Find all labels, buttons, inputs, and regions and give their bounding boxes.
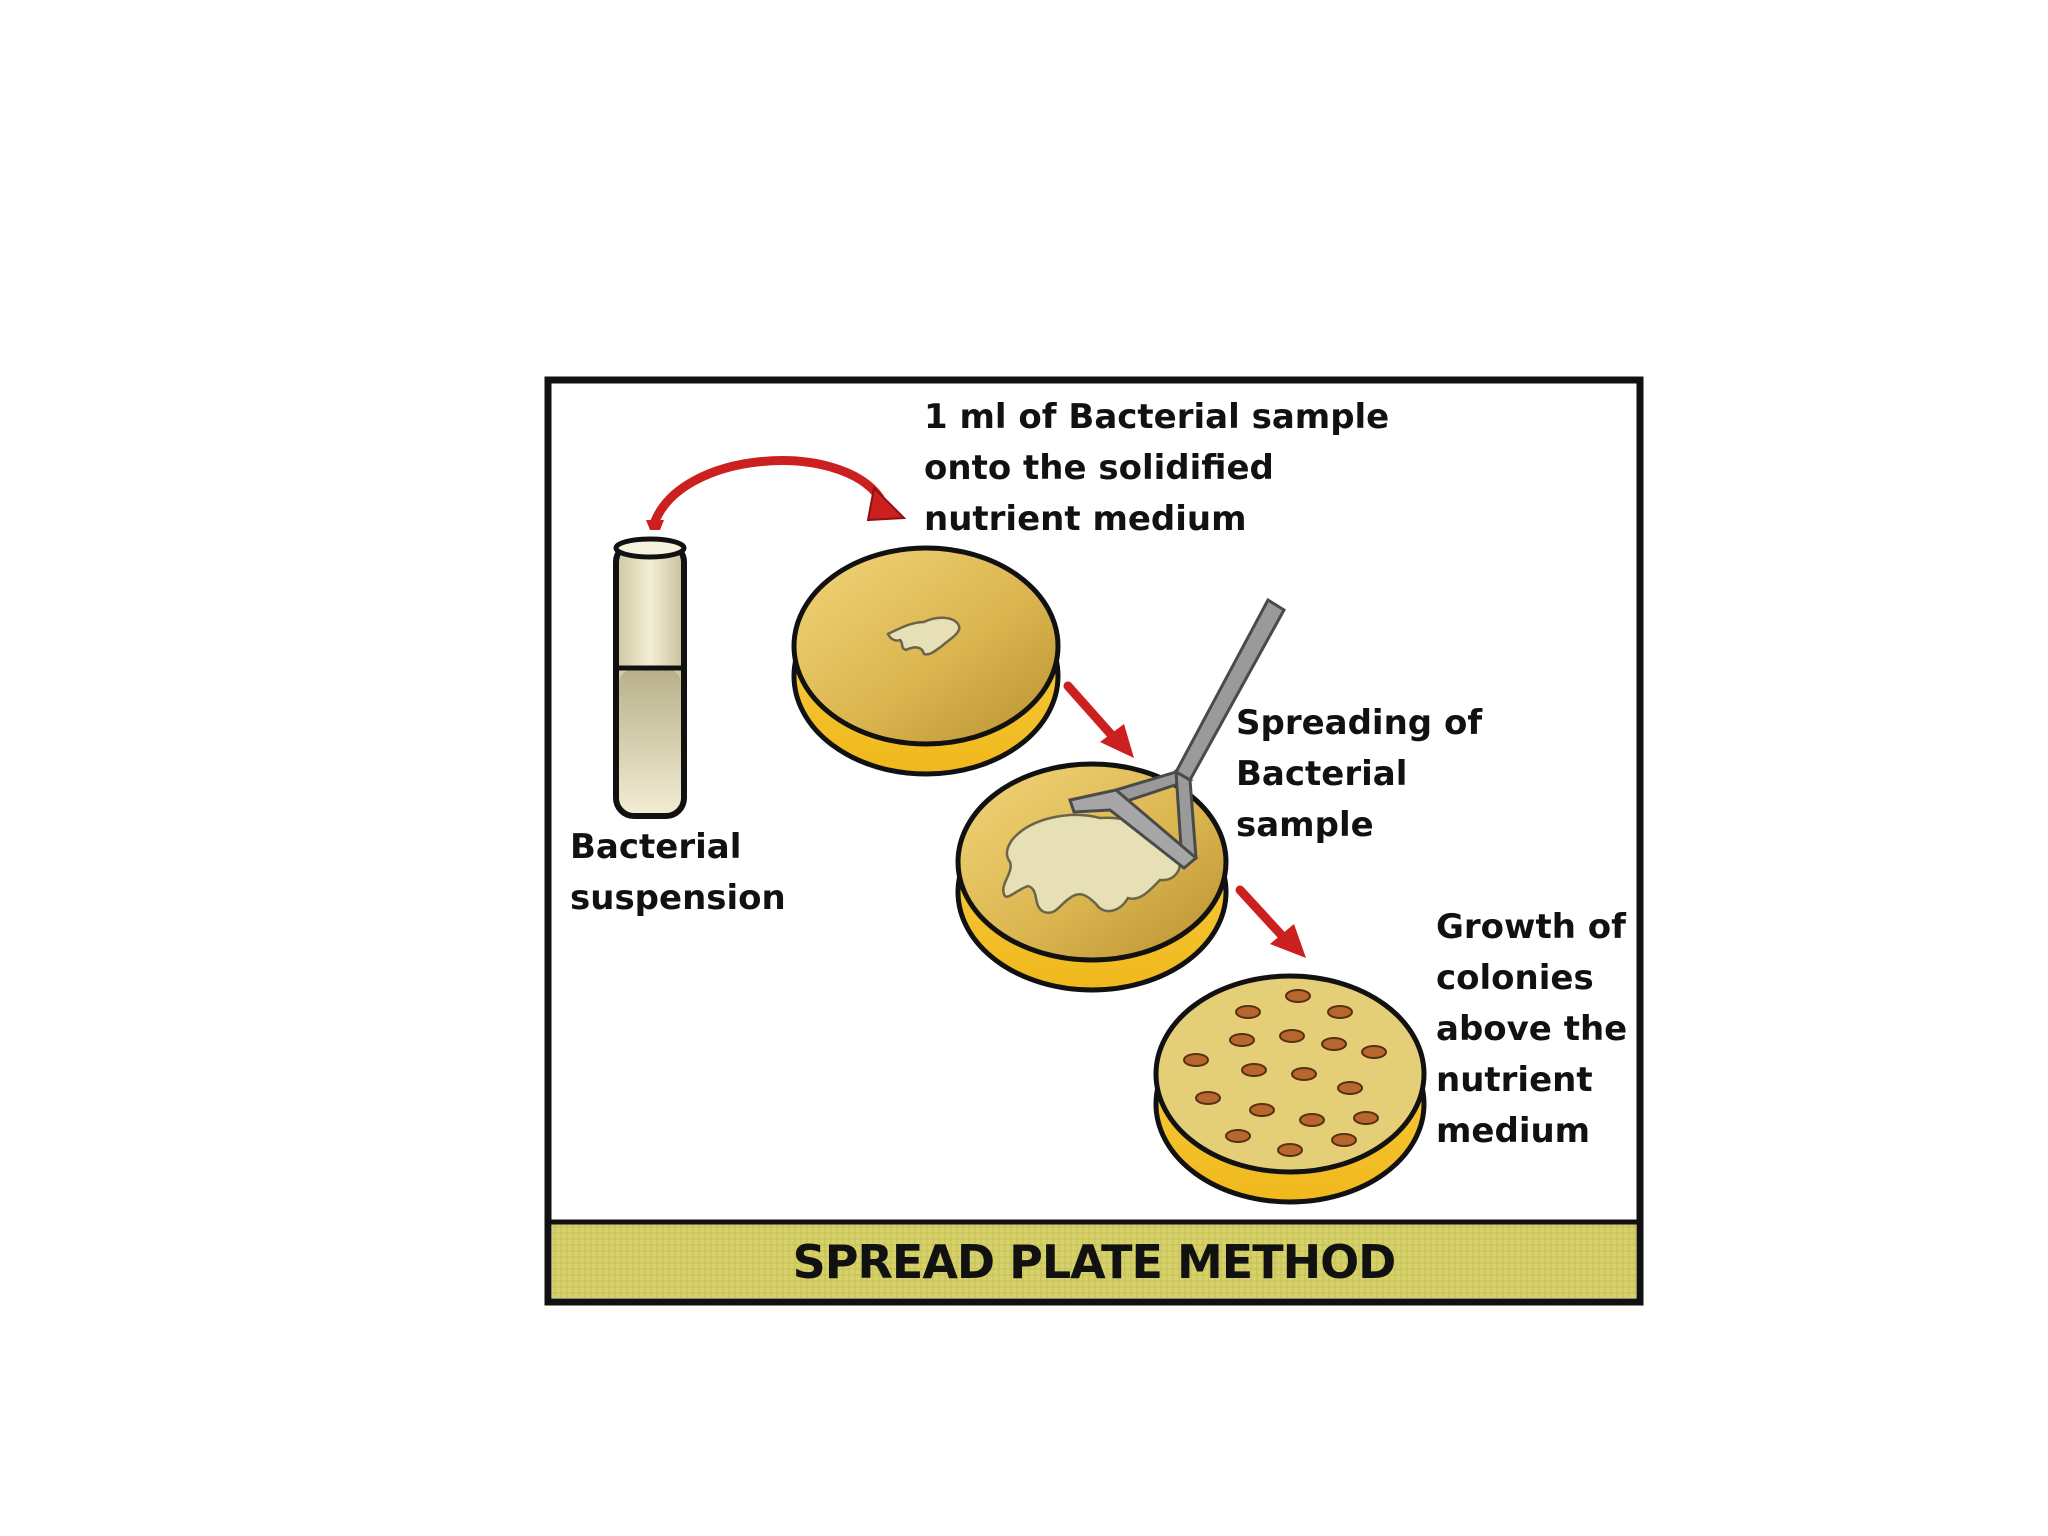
caption-band bbox=[552, 1222, 1636, 1298]
colonies bbox=[1183, 989, 1387, 1157]
plate-with-colonies bbox=[1153, 973, 1427, 1205]
colony bbox=[1195, 1091, 1221, 1105]
colony bbox=[1225, 1129, 1251, 1143]
colony bbox=[1353, 1111, 1379, 1125]
method-caption: SPREAD PLATE METHOD bbox=[793, 1235, 1396, 1289]
spreader bbox=[1068, 597, 1287, 870]
label-growth: Growth of colonies above the nutrient me… bbox=[1436, 907, 1639, 1151]
colony bbox=[1337, 1081, 1363, 1095]
colony bbox=[1279, 1029, 1305, 1043]
plate-with-sample bbox=[791, 545, 1061, 777]
colony bbox=[1321, 1037, 1347, 1051]
sample-drop bbox=[886, 616, 961, 656]
label-spreading: Spreading of Bacterial sample bbox=[1236, 703, 1494, 845]
arrow-to-growth bbox=[1235, 885, 1306, 958]
colony bbox=[1299, 1113, 1325, 1127]
test-tube bbox=[613, 536, 687, 819]
label-transfer: 1 ml of Bacterial sample onto the solidi… bbox=[924, 397, 1401, 539]
transfer-arrow bbox=[646, 456, 907, 530]
colony bbox=[1241, 1063, 1267, 1077]
colony bbox=[1249, 1103, 1275, 1117]
colony bbox=[1327, 1005, 1353, 1019]
arrow-to-spreading bbox=[1063, 681, 1134, 758]
colony bbox=[1183, 1053, 1209, 1067]
colony bbox=[1361, 1045, 1387, 1059]
label-suspension: Bacterial suspension bbox=[570, 827, 786, 918]
colony bbox=[1285, 989, 1311, 1003]
colony bbox=[1291, 1067, 1317, 1081]
colony bbox=[1277, 1143, 1303, 1157]
colony bbox=[1229, 1033, 1255, 1047]
colony bbox=[1235, 1005, 1261, 1019]
colony bbox=[1331, 1133, 1357, 1147]
